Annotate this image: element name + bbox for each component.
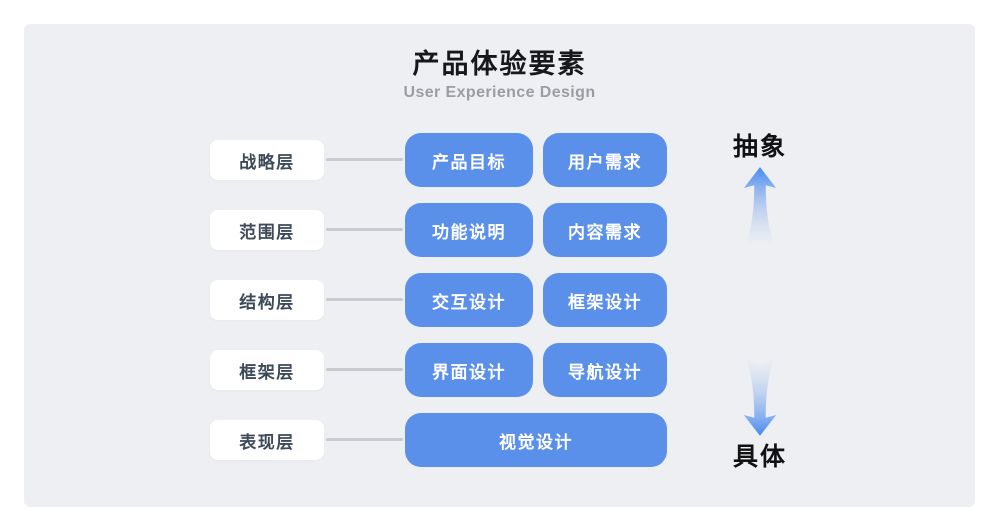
connector-line xyxy=(326,368,403,371)
box-visual-design: 视觉设计 xyxy=(405,413,667,467)
abstract-label: 抽象 xyxy=(732,133,787,161)
row-strategy: 战略层 产品目标 用户需求 xyxy=(24,133,975,187)
label-strategy-layer-text: 战略层 xyxy=(239,152,295,172)
box-framework-design: 框架设计 xyxy=(543,273,667,327)
page-subtitle: User Experience Design xyxy=(403,84,596,101)
diagram-panel: 产品体验要素 User Experience Design 战略层 产品目标 用… xyxy=(24,24,975,507)
row-structure: 结构层 交互设计 框架设计 xyxy=(24,273,975,327)
connector-line xyxy=(326,158,403,161)
box-visual-design-text: 视觉设计 xyxy=(499,432,573,452)
box-product-goals-text: 产品目标 xyxy=(432,152,506,172)
box-user-needs-text: 用户需求 xyxy=(568,152,642,172)
box-framework-design-text: 框架设计 xyxy=(568,292,642,312)
box-navigation-design-text: 导航设计 xyxy=(568,362,642,382)
box-content-requirements-text: 内容需求 xyxy=(568,222,642,242)
label-surface-layer-text: 表现层 xyxy=(239,432,295,452)
diagram-header: 产品体验要素 User Experience Design xyxy=(24,48,975,103)
label-strategy-layer: 战略层 xyxy=(210,140,324,180)
up-arrow-icon xyxy=(743,167,777,247)
down-arrow-icon xyxy=(743,356,777,436)
box-product-goals: 产品目标 xyxy=(405,133,533,187)
row-scope: 范围层 功能说明 内容需求 xyxy=(24,203,975,257)
label-skeleton-layer: 框架层 xyxy=(210,350,324,390)
box-navigation-design: 导航设计 xyxy=(543,343,667,397)
label-surface-layer: 表现层 xyxy=(210,420,324,460)
box-interaction-design: 交互设计 xyxy=(405,273,533,327)
connector-line xyxy=(326,298,403,301)
box-content-requirements: 内容需求 xyxy=(543,203,667,257)
label-structure-layer: 结构层 xyxy=(210,280,324,320)
box-interface-design-text: 界面设计 xyxy=(432,362,506,382)
page-title: 产品体验要素 xyxy=(412,49,587,79)
box-functional-specs: 功能说明 xyxy=(405,203,533,257)
label-structure-layer-text: 结构层 xyxy=(239,292,295,312)
box-user-needs: 用户需求 xyxy=(543,133,667,187)
connector-line xyxy=(326,438,403,441)
box-interface-design: 界面设计 xyxy=(405,343,533,397)
label-scope-layer: 范围层 xyxy=(210,210,324,250)
box-functional-specs-text: 功能说明 xyxy=(432,222,506,242)
label-skeleton-layer-text: 框架层 xyxy=(239,362,295,382)
connector-line xyxy=(326,228,403,231)
row-skeleton: 框架层 界面设计 导航设计 xyxy=(24,343,975,397)
row-surface: 表现层 视觉设计 xyxy=(24,413,975,467)
concrete-label: 具体 xyxy=(732,443,787,471)
box-interaction-design-text: 交互设计 xyxy=(432,292,506,312)
label-scope-layer-text: 范围层 xyxy=(239,222,295,242)
